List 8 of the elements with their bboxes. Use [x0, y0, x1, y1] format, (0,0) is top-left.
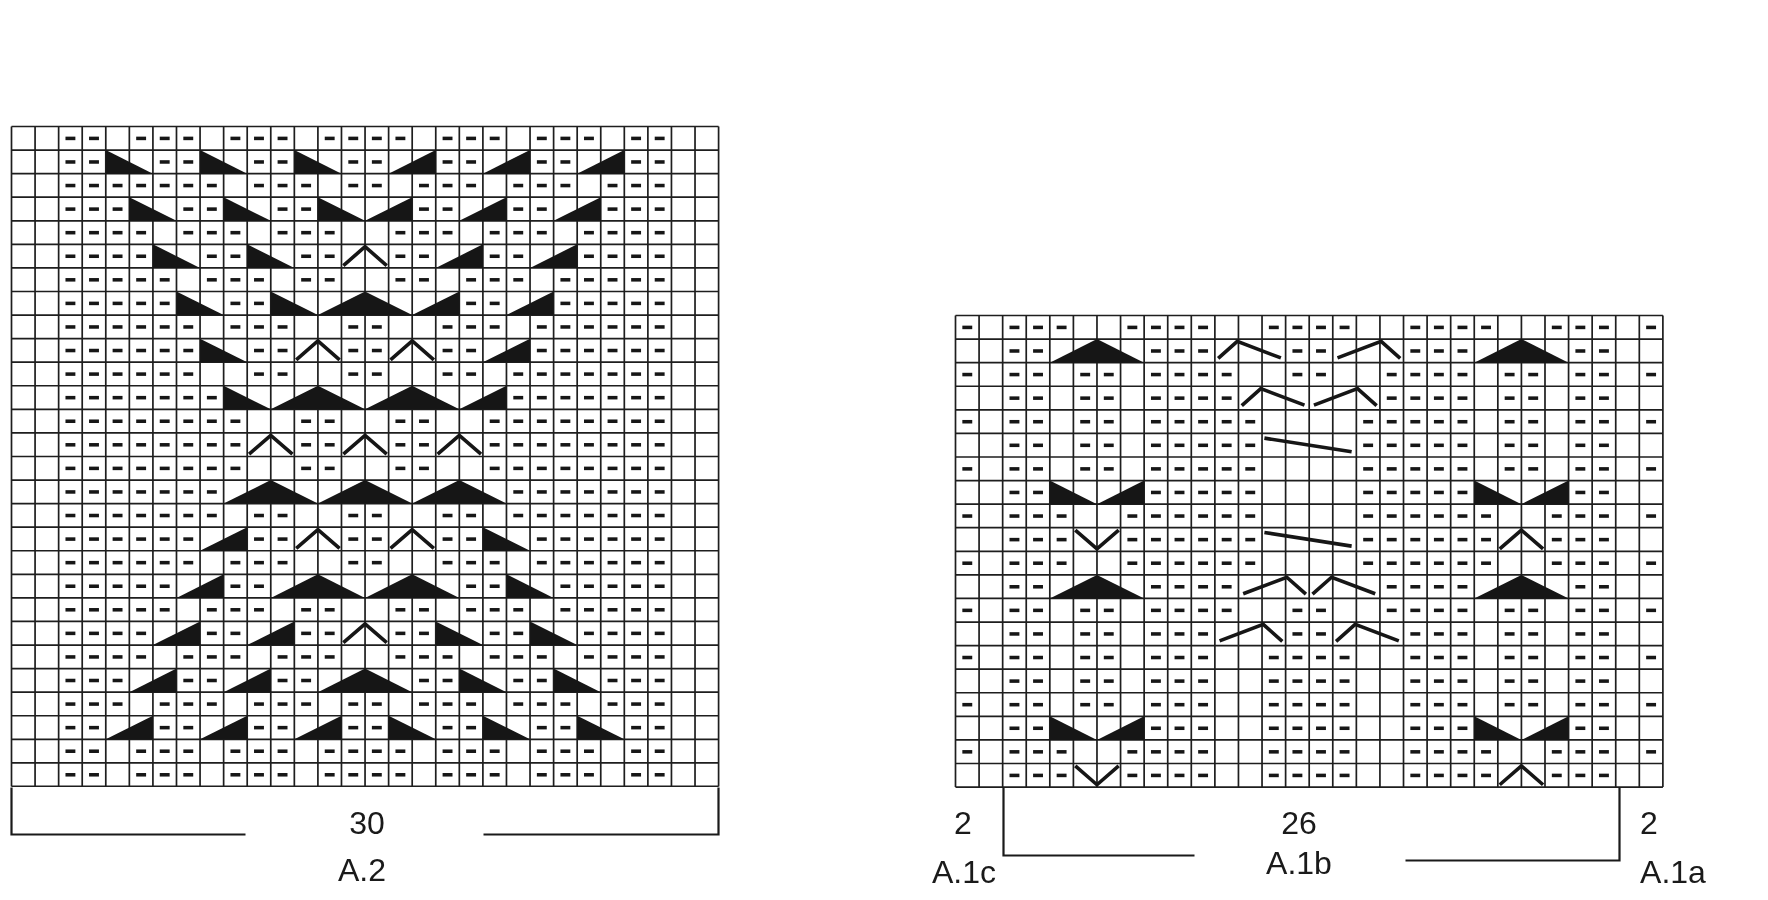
chart-name: A.1a	[1640, 856, 1706, 888]
chart-name: A.2	[338, 854, 386, 886]
stitch-count: 2	[954, 807, 972, 839]
stitch-count: 30	[349, 807, 385, 839]
stitch-count: 26	[1281, 807, 1317, 839]
chart-name: A.1c	[932, 856, 996, 888]
stitch-count: 2	[1640, 807, 1658, 839]
chart-name: A.1b	[1266, 847, 1332, 879]
